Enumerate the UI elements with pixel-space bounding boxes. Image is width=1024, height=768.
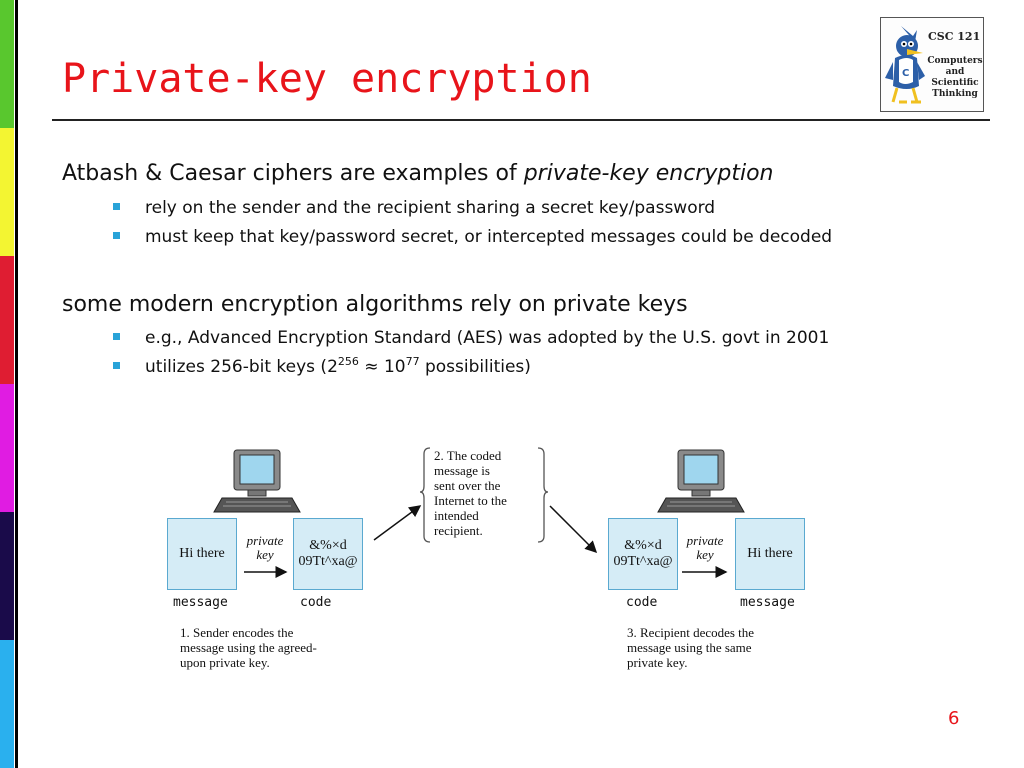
course-logo: C CSC 121 Computers and Scientific Think… bbox=[880, 17, 984, 112]
section-2-lead: some modern encryption algorithms rely o… bbox=[62, 292, 688, 317]
section-1-lead: Atbash & Caesar ciphers are examples of … bbox=[62, 161, 773, 186]
sender-code-box: &%×d 09Tt^xa@ bbox=[293, 518, 363, 590]
recipient-computer-icon bbox=[657, 449, 745, 513]
keys-middle: ≈ 10 bbox=[358, 357, 406, 377]
color-sidebar bbox=[0, 0, 18, 768]
bullet-text: rely on the sender and the recipient sha… bbox=[145, 198, 716, 218]
bullet-text: utilizes 256-bit keys (2256 ≈ 1077 possi… bbox=[145, 355, 531, 377]
recipient-code-box: &%×d 09Tt^xa@ bbox=[608, 518, 678, 590]
bullet-square-icon bbox=[113, 362, 120, 369]
recipient-message-box: Hi there bbox=[735, 518, 805, 590]
diagram-artwork bbox=[213, 447, 745, 578]
sender-code-label: code bbox=[300, 595, 332, 610]
sidebar-segment-red bbox=[0, 256, 14, 384]
bullet-text: must keep that key/password secret, or i… bbox=[145, 227, 833, 247]
lead-text: some modern encryption algorithms rely o… bbox=[62, 292, 688, 317]
sidebar-segment-blue bbox=[0, 640, 14, 768]
sender-message-box: Hi there bbox=[167, 518, 237, 590]
keys-prefix: utilizes 256-bit keys (2 bbox=[145, 357, 338, 377]
slide-title: Private-key encryption bbox=[62, 56, 592, 102]
transit-caption: 2. The coded message is sent over the In… bbox=[434, 448, 507, 538]
page-number: 6 bbox=[948, 708, 960, 729]
sender-message-label: message bbox=[173, 595, 228, 610]
keys-suffix: possibilities) bbox=[419, 357, 531, 377]
recipient-code-label: code bbox=[626, 595, 658, 610]
exponent-256: 256 bbox=[337, 355, 359, 368]
sender-computer-icon bbox=[213, 449, 301, 513]
exponent-77: 77 bbox=[405, 355, 420, 368]
sidebar-segment-green bbox=[0, 0, 14, 128]
bullet-square-icon bbox=[113, 203, 120, 210]
logo-course-code: CSC 121 bbox=[928, 30, 981, 43]
bullet-square-icon bbox=[113, 333, 120, 340]
sidebar-segment-magenta bbox=[0, 384, 14, 512]
recipient-key-label: private key bbox=[686, 533, 724, 562]
logo-course-subtitle: Computers and Scientific Thinking bbox=[927, 56, 983, 99]
sidebar-divider bbox=[15, 0, 18, 768]
recipient-caption: 3. Recipient decodes the message using t… bbox=[627, 625, 755, 670]
sender-caption: 1. Sender encodes the message using the … bbox=[180, 625, 317, 670]
svg-text:C: C bbox=[902, 68, 909, 79]
lead-emphasis: private-key encryption bbox=[523, 161, 774, 186]
title-underline bbox=[52, 119, 990, 121]
sidebar-segment-navy bbox=[0, 512, 14, 640]
lead-text: Atbash & Caesar ciphers are examples of bbox=[62, 161, 524, 186]
recipient-message-label: message bbox=[740, 595, 795, 610]
encryption-diagram: Hi there private key &%×d 09Tt^xa@ messa… bbox=[160, 440, 820, 680]
bullet-text: e.g., Advanced Encryption Standard (AES)… bbox=[145, 328, 830, 348]
bluejay-mascot-icon: C bbox=[885, 26, 925, 104]
sidebar-segment-yellow bbox=[0, 128, 14, 256]
bullet-square-icon bbox=[113, 232, 120, 239]
sender-key-label: private key bbox=[246, 533, 284, 562]
